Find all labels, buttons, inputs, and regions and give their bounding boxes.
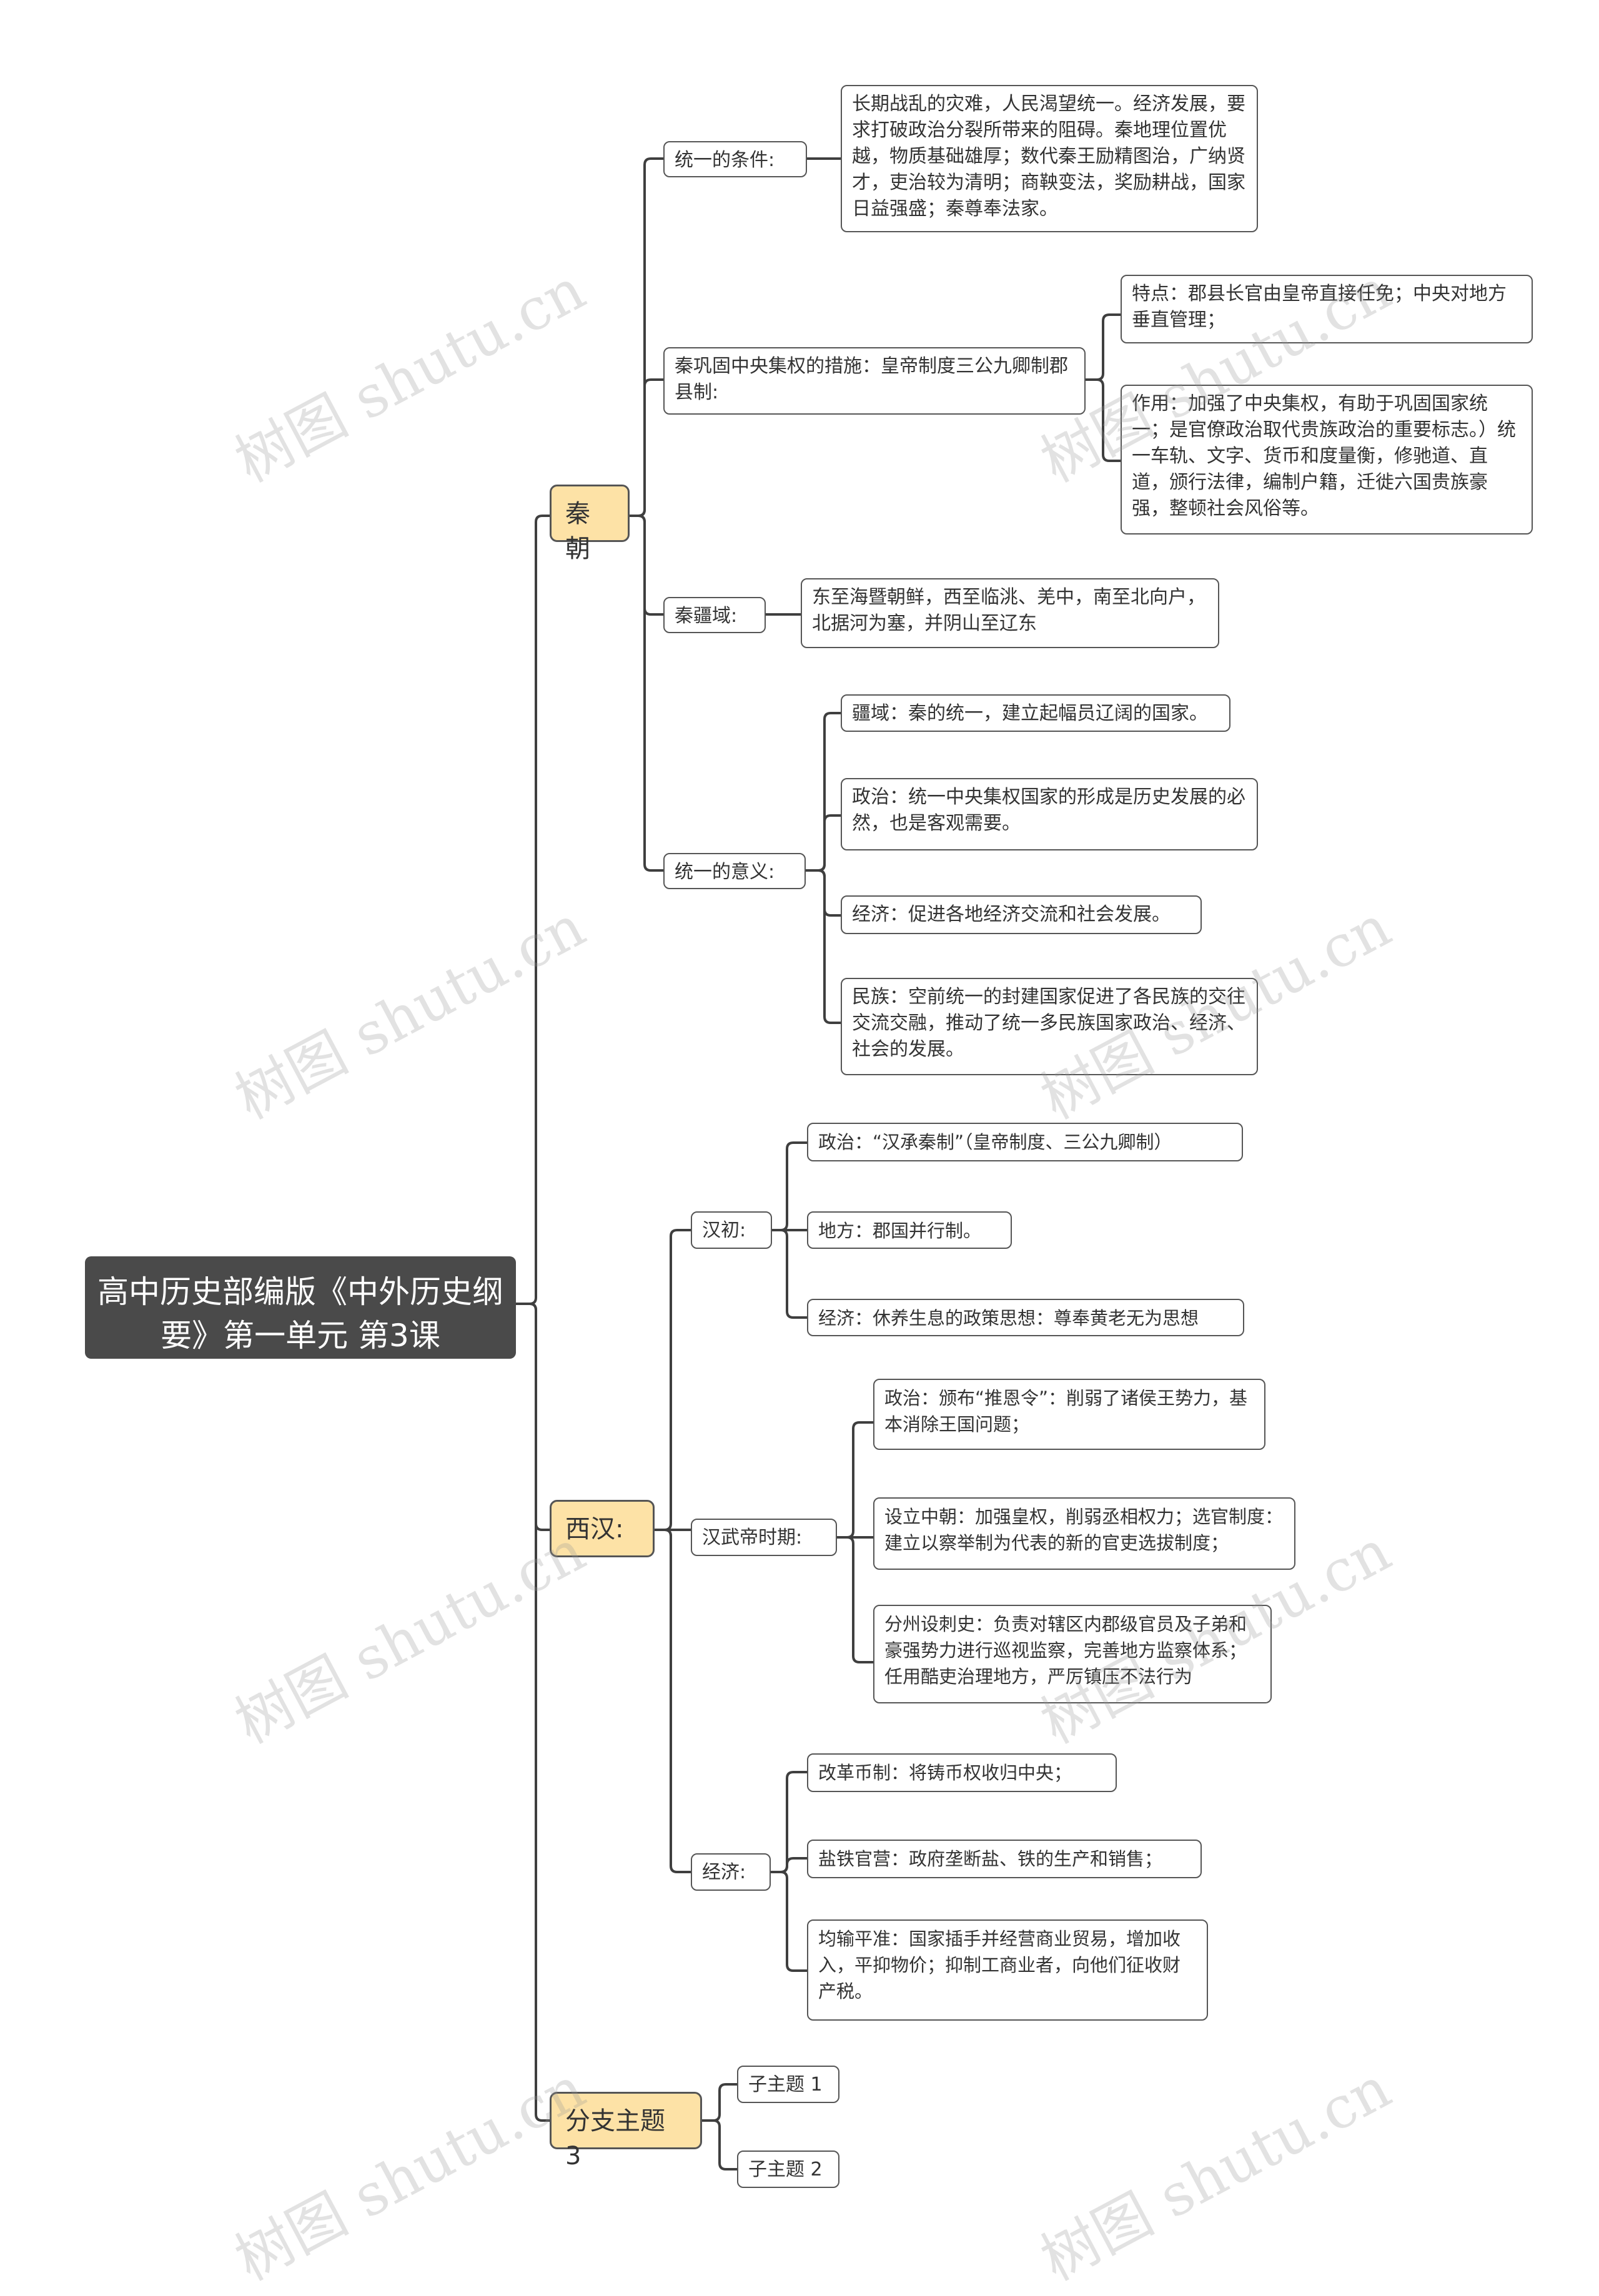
qin-measures-label[interactable]: 秦巩固中央集权的措施：皇帝制度三公九卿制郡县制:	[663, 347, 1086, 415]
han-wudi-item[interactable]: 设立中朝：加强皇权，削弱丞相权力；选官制度：建立以察举制为代表的新的官吏选拔制度…	[873, 1497, 1295, 1570]
han-wudi-item[interactable]: 分州设刺史：负责对辖区内郡级官员及子弟和豪强势力进行巡视监察，完善地方监察体系；…	[873, 1605, 1272, 1703]
han-early-label[interactable]: 汉初:	[691, 1211, 772, 1249]
branch-han[interactable]: 西汉:	[550, 1500, 655, 1557]
branch3-item[interactable]: 子主题 1	[737, 2066, 839, 2103]
han-economy-item[interactable]: 改革币制：将铸币权收归中央；	[807, 1753, 1117, 1792]
link-root-han	[516, 1303, 550, 1531]
link-root-qin	[516, 515, 550, 1305]
qin-territory-text[interactable]: 东至海暨朝鲜，西至临洮、羌中，南至北向户，北据河为塞，并阴山至辽东	[801, 578, 1219, 648]
branch3-item[interactable]: 子主题 2	[737, 2151, 839, 2188]
qin-conditions-text[interactable]: 长期战乱的灾难，人民渴望统一。经济发展，要求打破政治分裂所带来的阻碍。秦地理位置…	[841, 85, 1258, 232]
han-early-item[interactable]: 地方：郡国并行制。	[807, 1211, 1012, 1249]
han-economy-item[interactable]: 盐铁官营：政府垄断盐、铁的生产和销售；	[807, 1840, 1202, 1878]
qin-significance-item[interactable]: 疆域：秦的统一，建立起幅员辽阔的国家。	[841, 694, 1230, 732]
branch-qin[interactable]: 秦朝	[550, 485, 630, 563]
root-topic[interactable]: 高中历史部编版《中外历史纲要》第一单元 第3课	[85, 1256, 516, 1359]
qin-significance-item[interactable]: 经济：促进各地经济交流和社会发展。	[841, 895, 1202, 934]
qin-significance-item[interactable]: 政治：统一中央集权国家的形成是历史发展的必然，也是客观需要。	[841, 778, 1258, 850]
connector-lines	[516, 157, 1121, 2170]
link-root-branch3	[516, 1303, 550, 2122]
han-wudi-label[interactable]: 汉武帝时期:	[691, 1519, 837, 1556]
branch-3[interactable]: 分支主题 3	[550, 2092, 702, 2170]
qin-measures-effect[interactable]: 作用：加强了中央集权，有助于巩固国家统一；是官僚政治取代贵族政治的重要标志。）统…	[1121, 385, 1533, 535]
qin-conditions-label[interactable]: 统一的条件:	[663, 141, 807, 177]
han-wudi-item[interactable]: 政治：颁布“推恩令”：削弱了诸侯王势力，基本消除王国问题；	[873, 1379, 1265, 1450]
han-early-item[interactable]: 经济：休养生息的政策思想：尊奉黄老无为思想	[807, 1299, 1244, 1336]
qin-significance-item[interactable]: 民族：空前统一的封建国家促进了各民族的交往交流交融，推动了统一多民族国家政治、经…	[841, 978, 1258, 1075]
han-early-item[interactable]: 政治：“汉承秦制”（皇帝制度、三公九卿制）	[807, 1123, 1243, 1161]
han-economy-item[interactable]: 均输平准：国家插手并经营商业贸易，增加收入，平抑物价；抑制工商业者，向他们征收财…	[807, 1919, 1208, 2021]
qin-significance-label[interactable]: 统一的意义:	[663, 853, 806, 889]
qin-measures-feature[interactable]: 特点：郡县长官由皇帝直接任免；中央对地方垂直管理；	[1121, 275, 1533, 343]
qin-territory-label[interactable]: 秦疆域:	[663, 597, 766, 633]
han-economy-label[interactable]: 经济:	[691, 1853, 771, 1891]
